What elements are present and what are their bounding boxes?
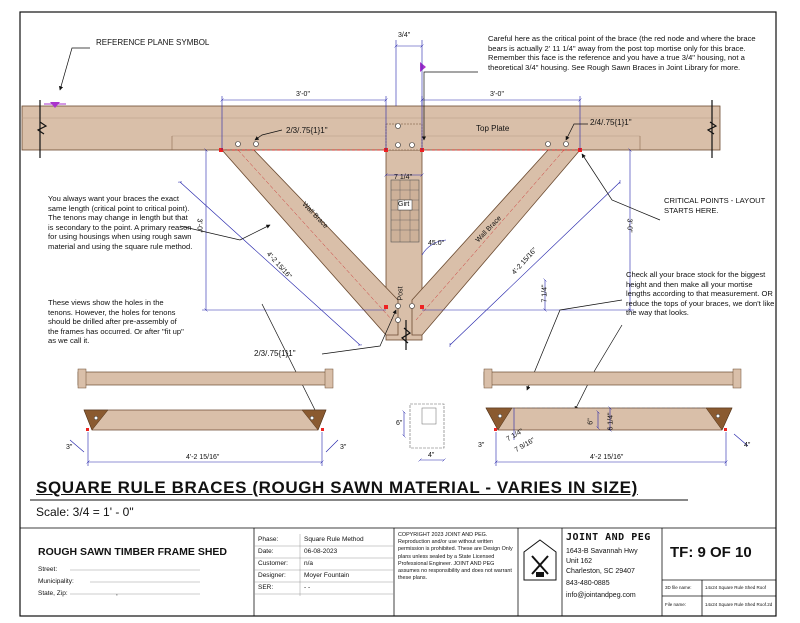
note-holes: These views show the holes in the tenons…	[48, 298, 184, 346]
detail-left-top-view	[77, 371, 333, 386]
file-label-2: File name:	[665, 602, 687, 607]
post-break-mark	[400, 320, 412, 350]
dim-span-left: 3'-0"	[296, 91, 310, 98]
date-label: Date:	[258, 548, 274, 555]
project-name: ROUGH SAWN TIMBER FRAME SHED	[38, 546, 227, 558]
company-logo	[523, 539, 557, 581]
detail-left-tenon-b	[301, 409, 327, 431]
label-peg-bottom: 2/3/.75{1}1"	[254, 349, 296, 358]
scale-label: Scale: 3/4 = 1' - 0"	[36, 505, 134, 519]
customer-label: Customer:	[258, 560, 288, 567]
note-check-stock: Check all your brace stock for the bigge…	[626, 270, 775, 318]
label-girt: Girt	[398, 201, 410, 208]
state-label: State, Zip:	[38, 590, 68, 597]
label-peg-left: 2/3/.75{1}1"	[286, 126, 328, 135]
dim-angle: 45.0°	[428, 240, 445, 247]
reference-plane-symbol-top	[420, 62, 426, 72]
dim-section-6: 6"	[396, 420, 403, 427]
dim-detail-3c: 3"	[478, 442, 485, 449]
note-careful: Careful here as the critical point of th…	[488, 34, 756, 72]
company-email: info@jointandpeg.com	[566, 592, 636, 599]
dim-6: 6"	[587, 418, 595, 425]
street-label: Street:	[38, 566, 58, 573]
municipality-label: Municipality:	[38, 578, 74, 585]
break-mark-right	[706, 100, 718, 158]
dim-height-right: 3'-0"	[625, 218, 633, 233]
dim-height-left: 3'-0"	[195, 218, 203, 233]
designer-value: Moyer Fountain	[304, 572, 350, 579]
date-value: 06-08-2023	[304, 548, 338, 555]
title-block	[19, 527, 777, 617]
company-address-1: 1643-B Savannah Hwy	[566, 548, 638, 555]
sheet-title: SQUARE RULE BRACES (ROUGH SAWN MATERIAL …	[36, 478, 638, 497]
dim-section-4: 4"	[428, 452, 435, 459]
dim-detail-3b: 3"	[340, 444, 347, 451]
detail-right-top-view	[483, 371, 741, 386]
top-plate-beam	[21, 105, 721, 151]
dim-detail-4: 4"	[744, 442, 751, 449]
company-phone: 843-480-0885	[566, 580, 610, 587]
dim-girt-width: 7 1/4"	[394, 174, 413, 181]
critical-point-left	[219, 148, 223, 152]
company-address-2: Unit 162	[566, 558, 593, 565]
phase-value: Square Rule Method	[304, 536, 364, 543]
left-wall-brace	[221, 149, 399, 336]
dim-detail-len-left: 4'-2 15/16"	[186, 454, 220, 461]
dim-detail-3a: 3"	[66, 444, 73, 451]
designer-label: Designer:	[258, 572, 286, 579]
detail-left-brace	[83, 409, 327, 431]
phase-label: Phase:	[258, 536, 279, 543]
copyright-notice: COPYRIGHT 2023 JOINT AND PEG. Reproducti…	[398, 532, 513, 582]
dim-post-height: 7 1/4"	[541, 284, 549, 303]
state-value: ,	[116, 590, 118, 597]
detail-right-tenon-a	[485, 407, 513, 431]
ser-value: - -	[304, 584, 311, 591]
dim-three-quarter: 3/4"	[398, 32, 411, 39]
detail-right-tenon-b	[705, 407, 733, 431]
dim-6-1-4: 6 1/4"	[607, 412, 615, 431]
break-mark-left	[36, 100, 48, 158]
girt-end	[390, 179, 420, 243]
company-address-3: Charleston, SC 29407	[566, 568, 635, 575]
sheet-number: TF: 9 OF 10	[670, 544, 752, 561]
note-critical-points: CRITICAL POINTS - LAYOUT STARTS HERE.	[664, 196, 766, 215]
critical-point-post-bottom	[384, 305, 388, 309]
note-same-length: You always want your braces the exact sa…	[48, 194, 193, 251]
customer-value: n/a	[304, 560, 314, 567]
dim-detail-len-right: 4'-2 15/16"	[590, 454, 624, 461]
dim-span-right: 3'-0"	[490, 91, 504, 98]
label-post: Post	[397, 286, 405, 301]
file-value-2: 14x24 Square Rule Shed Roof.2d	[705, 602, 773, 607]
ser-label: SER:	[258, 584, 274, 591]
label-peg-right: 2/4/.75{1}1"	[590, 118, 632, 127]
section-view	[409, 403, 445, 449]
label-top-plate: Top Plate	[476, 124, 510, 133]
file-value-1: 14x24 Square Rule Shed Roof	[705, 585, 767, 590]
critical-point-post-bottom-r	[420, 305, 424, 309]
company-name: JOINT AND PEG	[566, 532, 651, 543]
file-label-1: 3D file name:	[665, 585, 692, 590]
note-reference-plane: REFERENCE PLANE SYMBOL	[96, 38, 210, 47]
